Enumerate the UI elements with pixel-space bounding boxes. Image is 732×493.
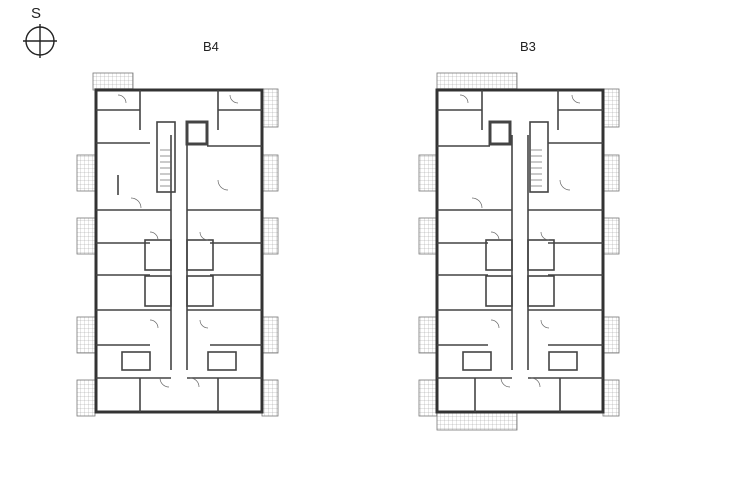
- balconies: [76, 72, 279, 417]
- building-b3-plan: [418, 72, 620, 431]
- building-b4-label: B4: [203, 39, 219, 54]
- interior-walls: [96, 90, 262, 412]
- compass-rose-icon: [23, 24, 57, 58]
- balconies: [418, 72, 620, 431]
- building-b3-label: B3: [520, 39, 536, 54]
- compass-letter: S: [31, 5, 42, 22]
- staircase: [160, 149, 172, 187]
- door-swings: [117, 94, 239, 388]
- building-b4-plan: [76, 72, 279, 417]
- door-swings: [459, 94, 581, 388]
- staircase: [530, 149, 542, 187]
- interior-walls: [437, 90, 603, 412]
- exterior-walls: [94, 88, 264, 414]
- exterior-walls: [435, 88, 605, 414]
